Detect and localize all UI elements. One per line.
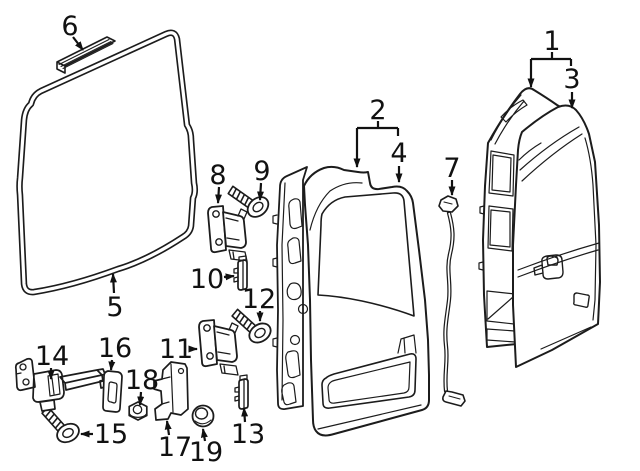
callout-11-label[interactable]: 11 xyxy=(159,334,193,365)
callout-12[interactable]: 12 xyxy=(242,284,276,322)
callout-16-label[interactable]: 16 xyxy=(98,333,132,364)
door-outer-panel-right xyxy=(512,104,601,368)
nut xyxy=(128,401,148,421)
callout-16-arrow xyxy=(108,359,116,371)
callout-3-label[interactable]: 3 xyxy=(563,64,580,95)
callout-7[interactable]: 7 xyxy=(443,153,461,196)
callout-10-arrow xyxy=(223,273,235,281)
callout-12-label[interactable]: 12 xyxy=(242,284,276,315)
callout-15[interactable]: 15 xyxy=(80,419,128,450)
callout-8-arrow xyxy=(215,186,223,204)
inner-door-pillar xyxy=(272,166,309,411)
callout-17-label[interactable]: 17 xyxy=(158,432,192,463)
callout-15-label[interactable]: 15 xyxy=(94,419,128,450)
callout-1-bracket xyxy=(531,52,573,66)
callout-11[interactable]: 11 xyxy=(159,334,198,365)
callout-9-arrow xyxy=(257,182,264,201)
bolt-check-strap xyxy=(36,405,87,450)
check-rod xyxy=(438,195,466,407)
hinge-upper xyxy=(207,205,248,262)
door-seal xyxy=(16,29,199,296)
callout-8-label[interactable]: 8 xyxy=(209,160,226,191)
callout-6-arrow xyxy=(72,36,84,51)
callout-3[interactable]: 3 xyxy=(563,64,581,109)
callout-17-arrow xyxy=(164,420,172,436)
callout-1[interactable]: 1 xyxy=(527,26,573,88)
latch-bracket xyxy=(153,361,189,421)
retainer-clip-lower xyxy=(234,374,249,410)
hinge-lower xyxy=(198,319,239,376)
callout-5-label[interactable]: 5 xyxy=(106,292,123,323)
callout-10-label[interactable]: 10 xyxy=(190,264,224,295)
callout-13-arrow xyxy=(241,407,249,423)
door-panel-middle xyxy=(303,165,430,437)
callout-2[interactable]: 2 xyxy=(353,95,400,168)
callout-6-label[interactable]: 6 xyxy=(61,11,78,42)
callout-14[interactable]: 14 xyxy=(35,341,69,380)
callout-9-label[interactable]: 9 xyxy=(253,156,270,187)
callout-7-label[interactable]: 7 xyxy=(443,153,460,184)
callout-2-label[interactable]: 2 xyxy=(369,95,386,126)
callout-13-label[interactable]: 13 xyxy=(231,419,265,450)
callout-18-label[interactable]: 18 xyxy=(125,365,159,396)
callout-19[interactable]: 19 xyxy=(189,428,223,468)
callout-8[interactable]: 8 xyxy=(209,160,227,204)
callout-18-arrow xyxy=(137,391,145,406)
callout-10[interactable]: 10 xyxy=(190,264,235,295)
callout-16[interactable]: 16 xyxy=(98,333,132,371)
callout-2-bracket xyxy=(357,121,400,136)
grommet xyxy=(191,404,215,428)
callout-13[interactable]: 13 xyxy=(231,407,265,450)
callout-19-label[interactable]: 19 xyxy=(189,437,223,468)
callout-6[interactable]: 6 xyxy=(61,11,84,51)
callout-19-arrow xyxy=(200,428,208,442)
callout-14-label[interactable]: 14 xyxy=(35,341,69,372)
callout-9[interactable]: 9 xyxy=(253,156,271,201)
callout-4-label[interactable]: 4 xyxy=(390,138,407,169)
weatherstrip xyxy=(56,36,116,74)
gasket xyxy=(102,370,123,413)
callout-4[interactable]: 4 xyxy=(390,138,408,183)
callout-1-label[interactable]: 1 xyxy=(543,26,560,57)
callout-5[interactable]: 5 xyxy=(106,273,124,323)
callout-17[interactable]: 17 xyxy=(158,420,192,463)
callout-18[interactable]: 18 xyxy=(125,365,159,406)
callout-5-arrow xyxy=(109,273,117,294)
